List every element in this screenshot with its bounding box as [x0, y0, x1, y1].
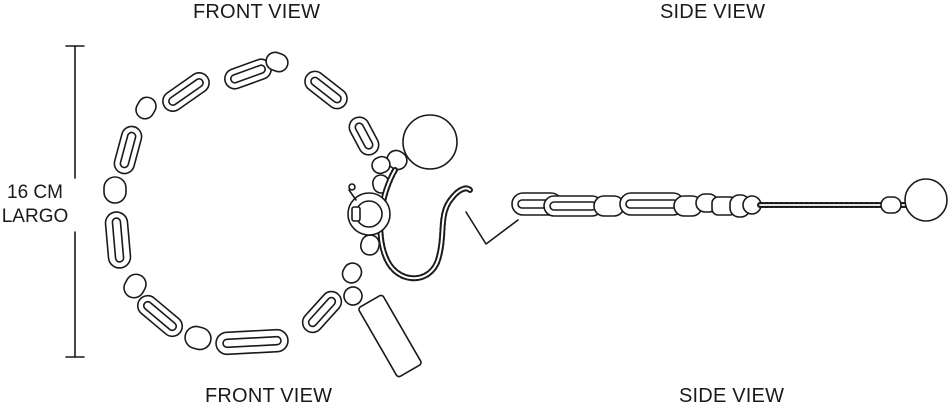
chain-link: [184, 325, 212, 351]
rectangular-tag-charm: [343, 286, 422, 378]
side-clasp: [695, 193, 762, 218]
chain-link: [371, 155, 391, 175]
length-unit-word: LARGO: [1, 206, 69, 227]
chain-link: [304, 70, 348, 110]
chain-link: [265, 51, 289, 73]
chain-link: [215, 328, 289, 356]
chain-link: [136, 294, 184, 338]
spring-ring-clasp: [347, 183, 391, 236]
leader-line: [465, 211, 519, 245]
chain-link: [341, 262, 363, 284]
chain-link: [104, 211, 132, 269]
front-view-bracelet: [103, 51, 473, 378]
side-round-charm: [904, 178, 948, 222]
chain-link: [135, 96, 157, 120]
front-view-title-bottom: FRONT VIEW: [205, 385, 333, 407]
side-view-bracelet: [511, 178, 948, 222]
length-dimension-label: 16 CM LARGO: [0, 181, 74, 229]
front-view-title-top: FRONT VIEW: [193, 1, 321, 23]
chain-link: [619, 192, 685, 216]
dimension-line: [65, 45, 85, 358]
chain-link: [103, 176, 127, 204]
chain-link: [162, 72, 210, 112]
length-value: 16 CM: [7, 182, 63, 203]
curb-chain-extension: [377, 167, 473, 282]
side-view-title-top: SIDE VIEW: [660, 1, 766, 23]
round-charm: [402, 114, 458, 170]
chain-link: [123, 273, 147, 299]
side-view-title-bottom: SIDE VIEW: [679, 385, 785, 407]
chain-link: [386, 149, 408, 171]
chain-link: [880, 196, 902, 214]
chain-link: [113, 125, 143, 175]
chain-link: [301, 290, 343, 334]
chain-link: [359, 234, 381, 256]
chain-link: [348, 116, 380, 156]
